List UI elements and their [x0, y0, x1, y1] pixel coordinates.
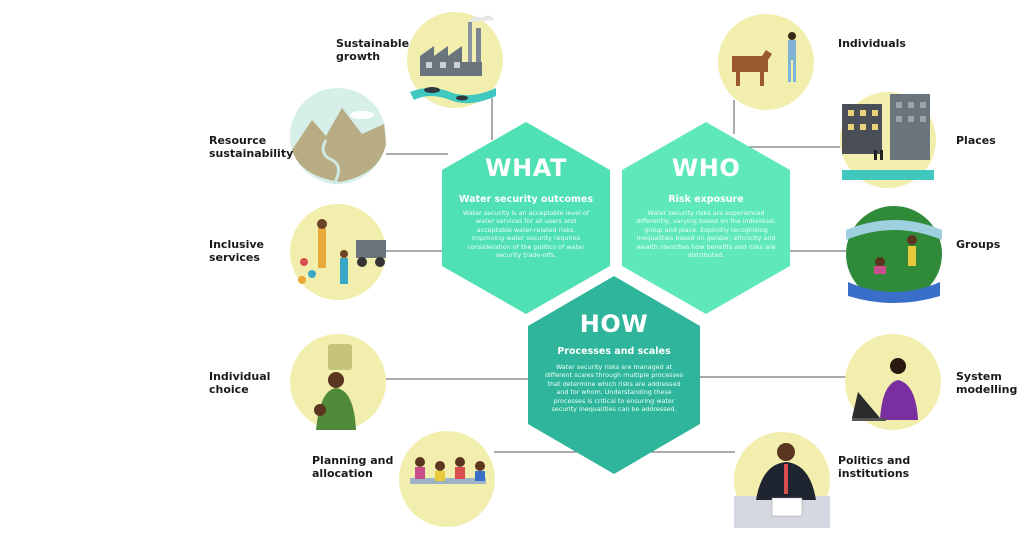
what-heading: WHAT [485, 154, 567, 182]
label-sustainable-growth: Sustainable growth [336, 37, 410, 63]
mountain-river-icon [290, 88, 386, 185]
how-hexagon [528, 276, 700, 474]
meeting-table-icon [399, 431, 495, 527]
what-hexagon [442, 122, 610, 314]
what-subheading: Water security outcomes [459, 194, 593, 205]
label-resource-sustainability: Resource sustainability [209, 134, 294, 160]
connector-lines [386, 98, 846, 453]
label-system-modelling: System modelling [956, 370, 1018, 396]
woman-carrying-water-icon [290, 334, 386, 430]
label-politics-institutions: Politics and institutions [838, 454, 911, 480]
farm-workers-icon [846, 206, 942, 303]
who-heading: WHO [671, 154, 741, 182]
official-signing-icon [734, 432, 830, 528]
label-planning-allocation: Planning and allocation [312, 454, 394, 480]
buildings-icon [840, 92, 936, 188]
what-body: Water security is an acceptable level of… [462, 209, 590, 260]
label-groups: Groups [956, 238, 1001, 251]
water-cart-icon [290, 204, 386, 300]
label-places: Places [956, 134, 996, 147]
label-inclusive-services: Inclusive services [209, 238, 264, 264]
how-body: Water security risks are managed at diff… [544, 363, 684, 414]
who-hexagon [622, 122, 790, 314]
who-hexagon-content: WHO Risk exposure Water security risks a… [628, 154, 784, 259]
label-individual-choice: Individual choice [209, 370, 271, 396]
what-hexagon-content: WHAT Water security outcomes Water secur… [448, 154, 604, 259]
label-individuals: Individuals [838, 37, 906, 50]
how-heading: HOW [579, 310, 649, 338]
who-body: Water security risks are experienced dif… [636, 209, 776, 260]
who-subheading: Risk exposure [668, 194, 744, 205]
factory-icon [407, 12, 503, 108]
how-subheading: Processes and scales [557, 346, 671, 357]
how-hexagon-content: HOW Processes and scales Water security … [534, 310, 694, 413]
man-with-cow-icon [718, 14, 814, 110]
laptop-user-icon [845, 334, 941, 430]
